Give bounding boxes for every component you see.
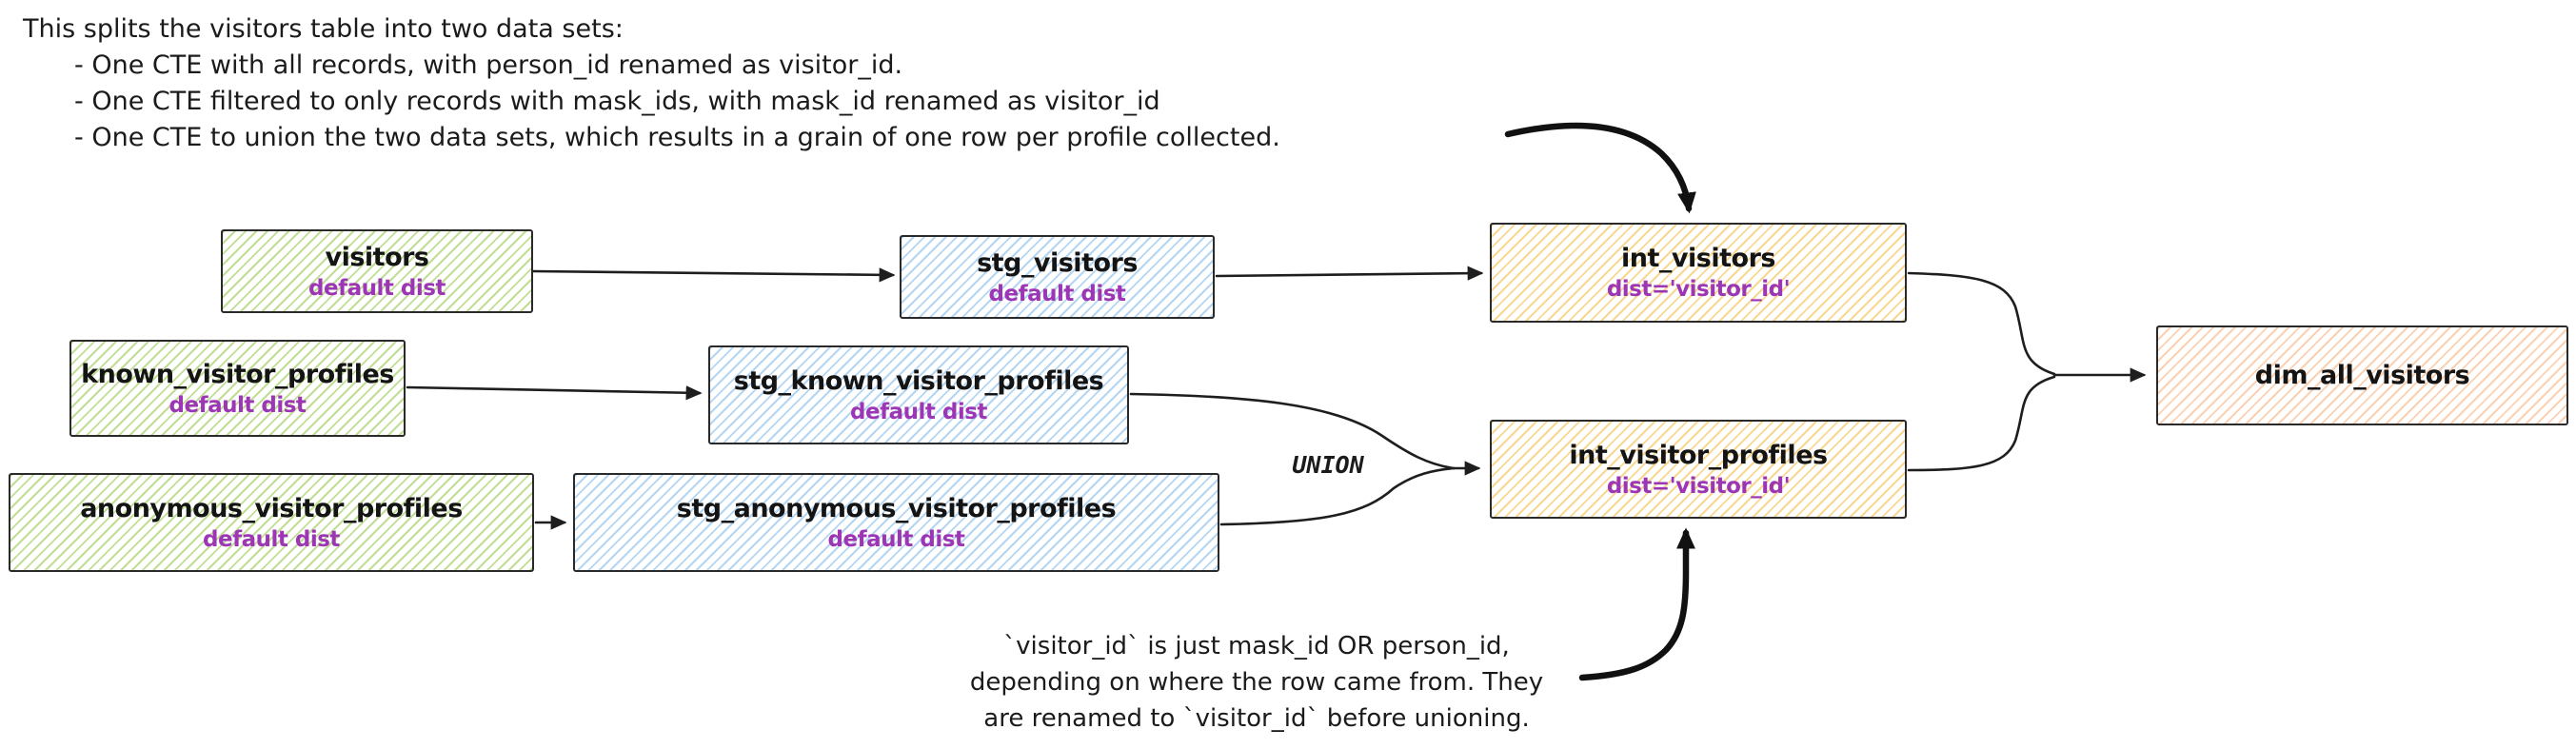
callout-arrow-top-annotation bbox=[1504, 122, 1696, 214]
node-stg-anonymous-visitor-profiles-title: stg_anonymous_visitor_profiles bbox=[676, 493, 1117, 523]
node-stg-visitors-title: stg_visitors bbox=[977, 247, 1138, 278]
node-stg-anonymous-visitor-profiles-dist: default dist bbox=[827, 526, 965, 552]
callout-arrow-bottom-annotation bbox=[1578, 527, 1695, 681]
annotation-top: This splits the visitors table into two … bbox=[23, 11, 1280, 156]
node-int-visitors-dist: dist='visitor_id' bbox=[1606, 277, 1791, 302]
node-known-visitor-profiles: known_visitor_profiles default dist bbox=[69, 340, 406, 437]
node-visitors: visitors default dist bbox=[221, 229, 533, 313]
node-visitors-title: visitors bbox=[325, 242, 429, 272]
node-dim-all-visitors-title: dim_all_visitors bbox=[2254, 361, 2470, 390]
node-stg-known-visitor-profiles-dist: default dist bbox=[850, 399, 987, 424]
edge-visitors-to-stg-visitors bbox=[531, 267, 896, 283]
node-known-visitor-profiles-title: known_visitor_profiles bbox=[81, 359, 394, 389]
edge-int-visitor-profiles-to-join bbox=[1907, 375, 2056, 472]
node-stg-visitors: stg_visitors default dist bbox=[900, 235, 1215, 319]
node-int-visitor-profiles-title: int_visitor_profiles bbox=[1569, 440, 1828, 470]
union-label: UNION bbox=[1292, 451, 1364, 479]
node-stg-visitors-dist: default dist bbox=[988, 281, 1126, 306]
node-anonymous-visitor-profiles-title: anonymous_visitor_profiles bbox=[80, 493, 463, 523]
node-int-visitor-profiles-dist: dist='visitor_id' bbox=[1606, 473, 1791, 499]
annotation-bottom: `visitor_id` is just mask_id OR person_i… bbox=[942, 628, 1571, 737]
annotation-top-bullet-2: - One CTE filtered to only records with … bbox=[74, 87, 1160, 116]
node-stg-known-visitor-profiles-title: stg_known_visitor_profiles bbox=[733, 365, 1104, 396]
node-anonymous-visitor-profiles: anonymous_visitor_profiles default dist bbox=[9, 473, 534, 572]
node-anonymous-visitor-profiles-dist: default dist bbox=[203, 526, 340, 552]
node-visitors-dist: default dist bbox=[308, 275, 446, 301]
node-stg-anonymous-visitor-profiles: stg_anonymous_visitor_profiles default d… bbox=[573, 473, 1219, 572]
node-stg-known-visitor-profiles: stg_known_visitor_profiles default dist bbox=[708, 345, 1129, 444]
annotation-top-intro: This splits the visitors table into two … bbox=[23, 14, 624, 44]
edge-stg-visitors-to-int-visitors bbox=[1215, 266, 1484, 281]
node-dim-all-visitors: dim_all_visitors bbox=[2156, 325, 2568, 425]
edge-known-to-stg-known bbox=[406, 385, 703, 401]
annotation-top-bullet-3: - One CTE to union the two data sets, wh… bbox=[74, 123, 1280, 152]
annotation-bottom-line-1: `visitor_id` is just mask_id OR person_i… bbox=[1003, 632, 1510, 660]
annotation-top-bullet-1: - One CTE with all records, with person_… bbox=[74, 50, 903, 80]
edge-int-visitors-to-join bbox=[1907, 271, 2056, 376]
annotation-bottom-line-2: depending on where the row came from. Th… bbox=[969, 668, 1544, 697]
node-int-visitors: int_visitors dist='visitor_id' bbox=[1490, 223, 1907, 323]
node-int-visitor-profiles: int_visitor_profiles dist='visitor_id' bbox=[1490, 420, 1907, 519]
node-int-visitors-title: int_visitors bbox=[1621, 244, 1775, 273]
node-known-visitor-profiles-dist: default dist bbox=[168, 392, 307, 418]
annotation-bottom-line-3: are renamed to `visitor_id` before union… bbox=[983, 704, 1530, 733]
